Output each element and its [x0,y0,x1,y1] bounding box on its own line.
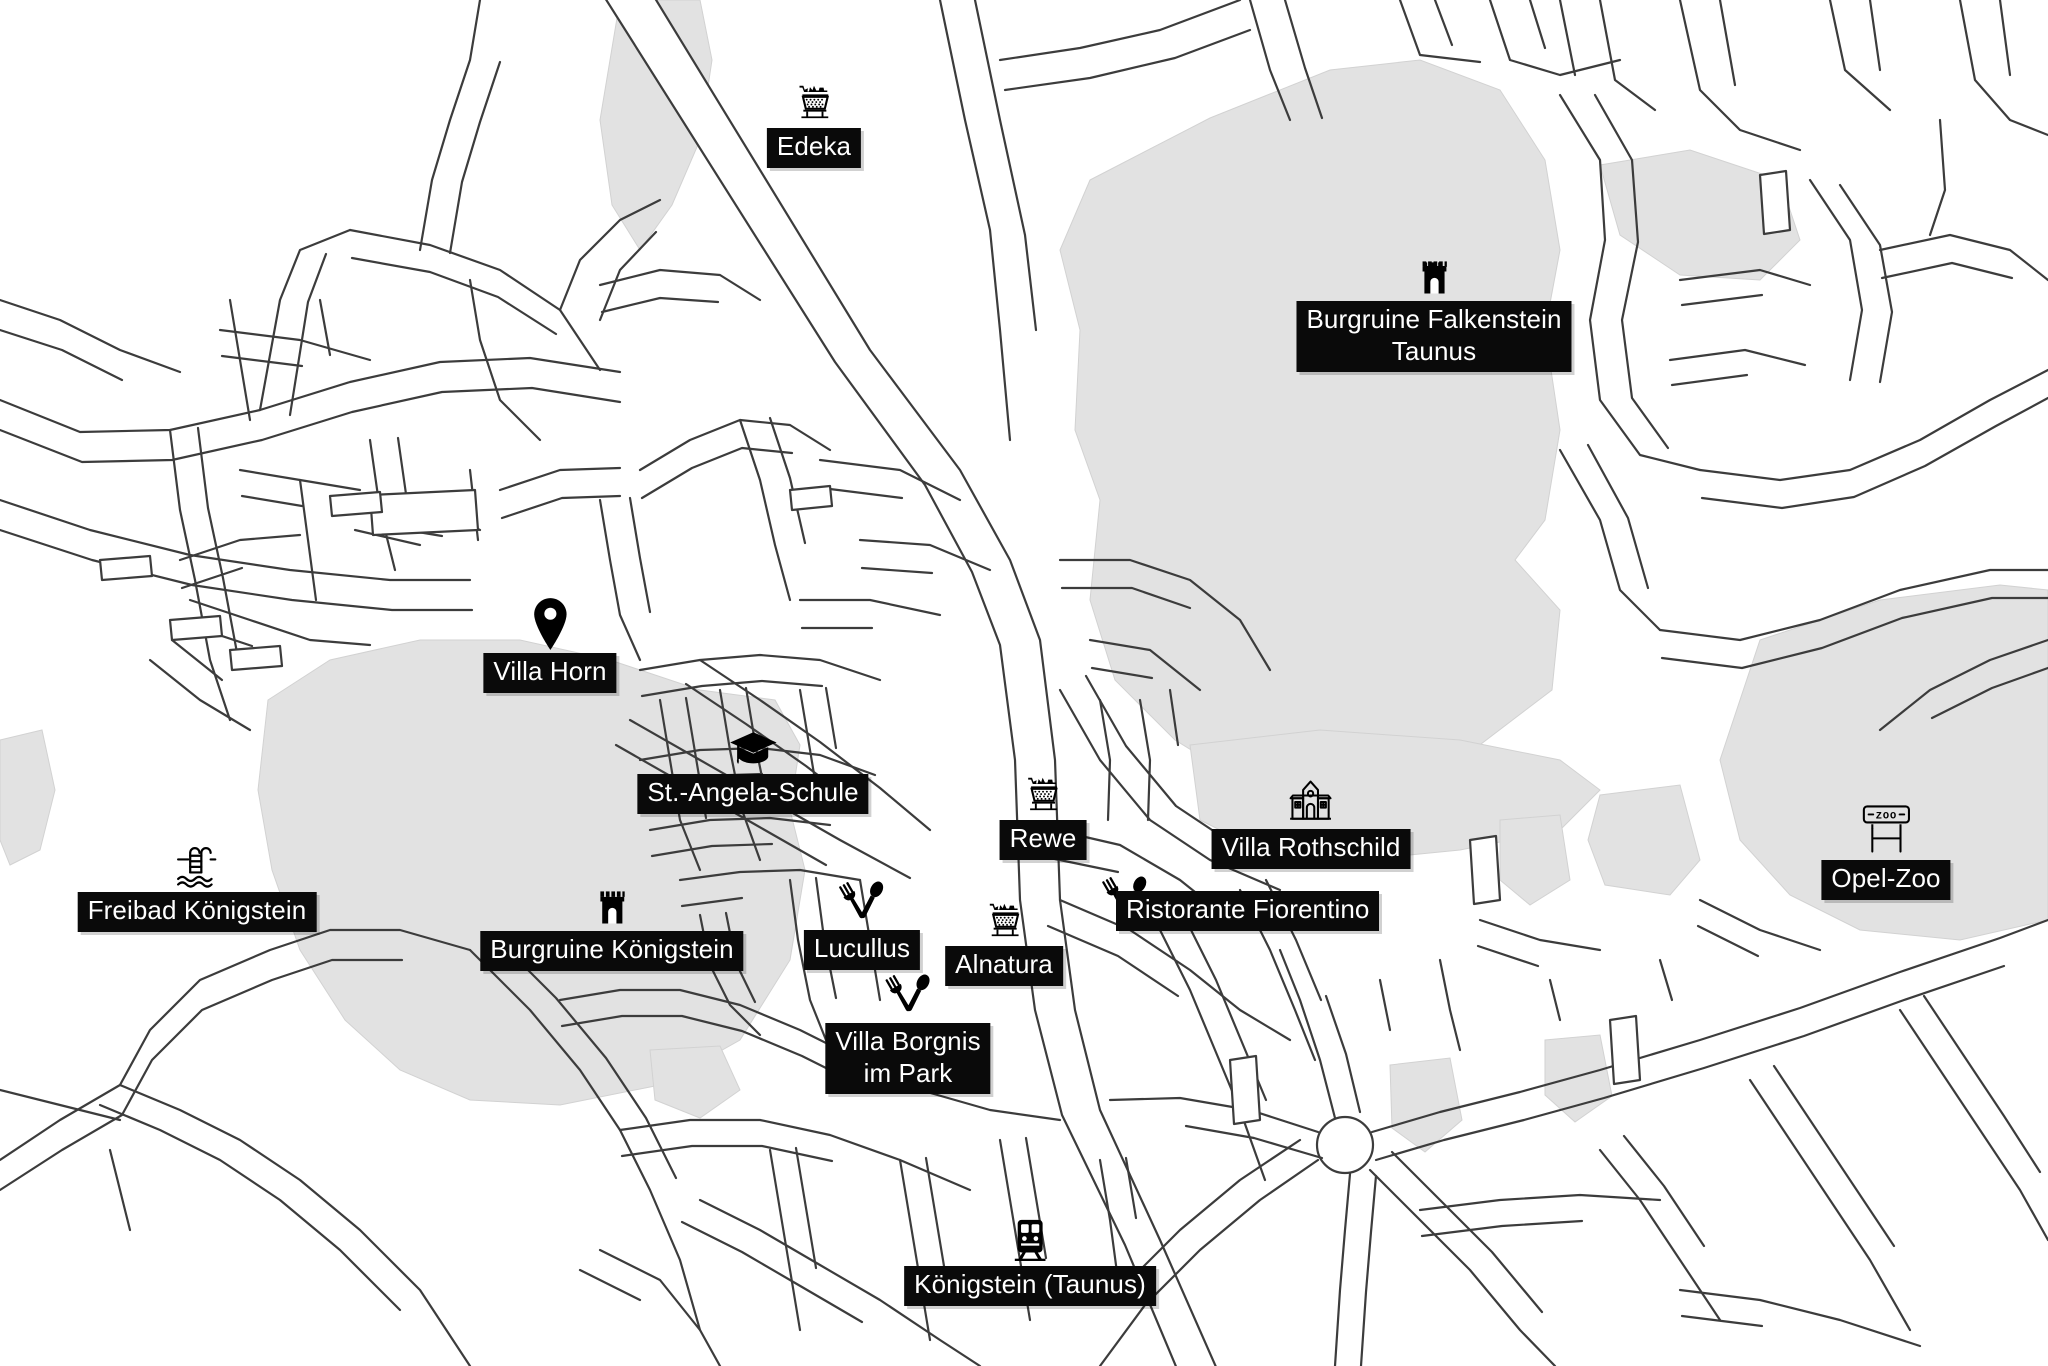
poi-opel-zoo[interactable]: ZOO Opel-Zoo [1821,800,1951,900]
poi-rewe[interactable]: Rewe [999,772,1087,860]
poi-label[interactable]: Freibad Königstein [77,892,317,932]
zoo-sign-icon: ZOO [1855,800,1917,858]
poi-label[interactable]: Burgruine Königstein [480,931,744,971]
shopping-cart-icon [791,80,837,126]
map-pin-icon [530,597,570,651]
train-icon [1007,1216,1053,1264]
graduation-cap-icon [727,726,779,772]
poi-label[interactable]: Edeka [766,128,862,168]
poi-st-angela-schule[interactable]: St.-Angela-Schule [637,726,869,814]
poi-label[interactable]: Villa Rothschild [1211,829,1411,869]
poi-alnatura[interactable]: Alnatura [945,898,1063,986]
roundabout [1315,1115,1375,1175]
poi-villa-rothschild[interactable]: Villa Rothschild [1211,777,1411,869]
villa-house-icon [1285,777,1337,827]
swimming-pool-icon [171,840,223,890]
poi-label[interactable]: Rewe [999,820,1087,860]
poi-label[interactable]: St.-Angela-Schule [637,774,869,814]
poi-ristorante-fiorentino[interactable]: Ristorante Fiorentino [1098,873,1380,931]
poi-label[interactable]: Opel-Zoo [1821,860,1951,900]
fork-spoon-icon [835,878,889,928]
poi-label[interactable]: Lucullus [803,930,921,970]
poi-label[interactable]: Villa Horn [483,653,617,693]
poi-label[interactable]: Ristorante Fiorentino [1116,891,1380,931]
poi-villa-borgnis-im-park[interactable]: Villa Borgnis im Park [825,971,991,1095]
fork-spoon-icon [881,971,935,1021]
poi-villa-horn[interactable]: Villa Horn [483,597,617,693]
poi-lucullus[interactable]: Lucullus [803,878,921,970]
shopping-cart-icon [1020,772,1066,818]
shopping-cart-icon [981,898,1027,944]
poi-label[interactable]: Königstein (Taunus) [904,1266,1156,1306]
castle-tower-icon [1412,255,1456,299]
poi-label[interactable]: Villa Borgnis im Park [825,1023,991,1095]
poi-label[interactable]: Alnatura [945,946,1063,986]
poi-freibad-koenigstein[interactable]: Freibad Königstein [77,840,317,932]
poi-burgruine-koenigstein[interactable]: Burgruine Königstein [480,885,744,971]
poi-label[interactable]: Burgruine Falkenstein Taunus [1296,301,1572,373]
svg-text:ZOO: ZOO [1875,811,1896,823]
poi-edeka[interactable]: Edeka [766,80,862,168]
poi-koenigstein-taunus-station[interactable]: Königstein (Taunus) [904,1216,1156,1306]
castle-tower-icon [590,885,634,929]
poi-burgruine-falkenstein[interactable]: Burgruine Falkenstein Taunus [1296,255,1572,373]
